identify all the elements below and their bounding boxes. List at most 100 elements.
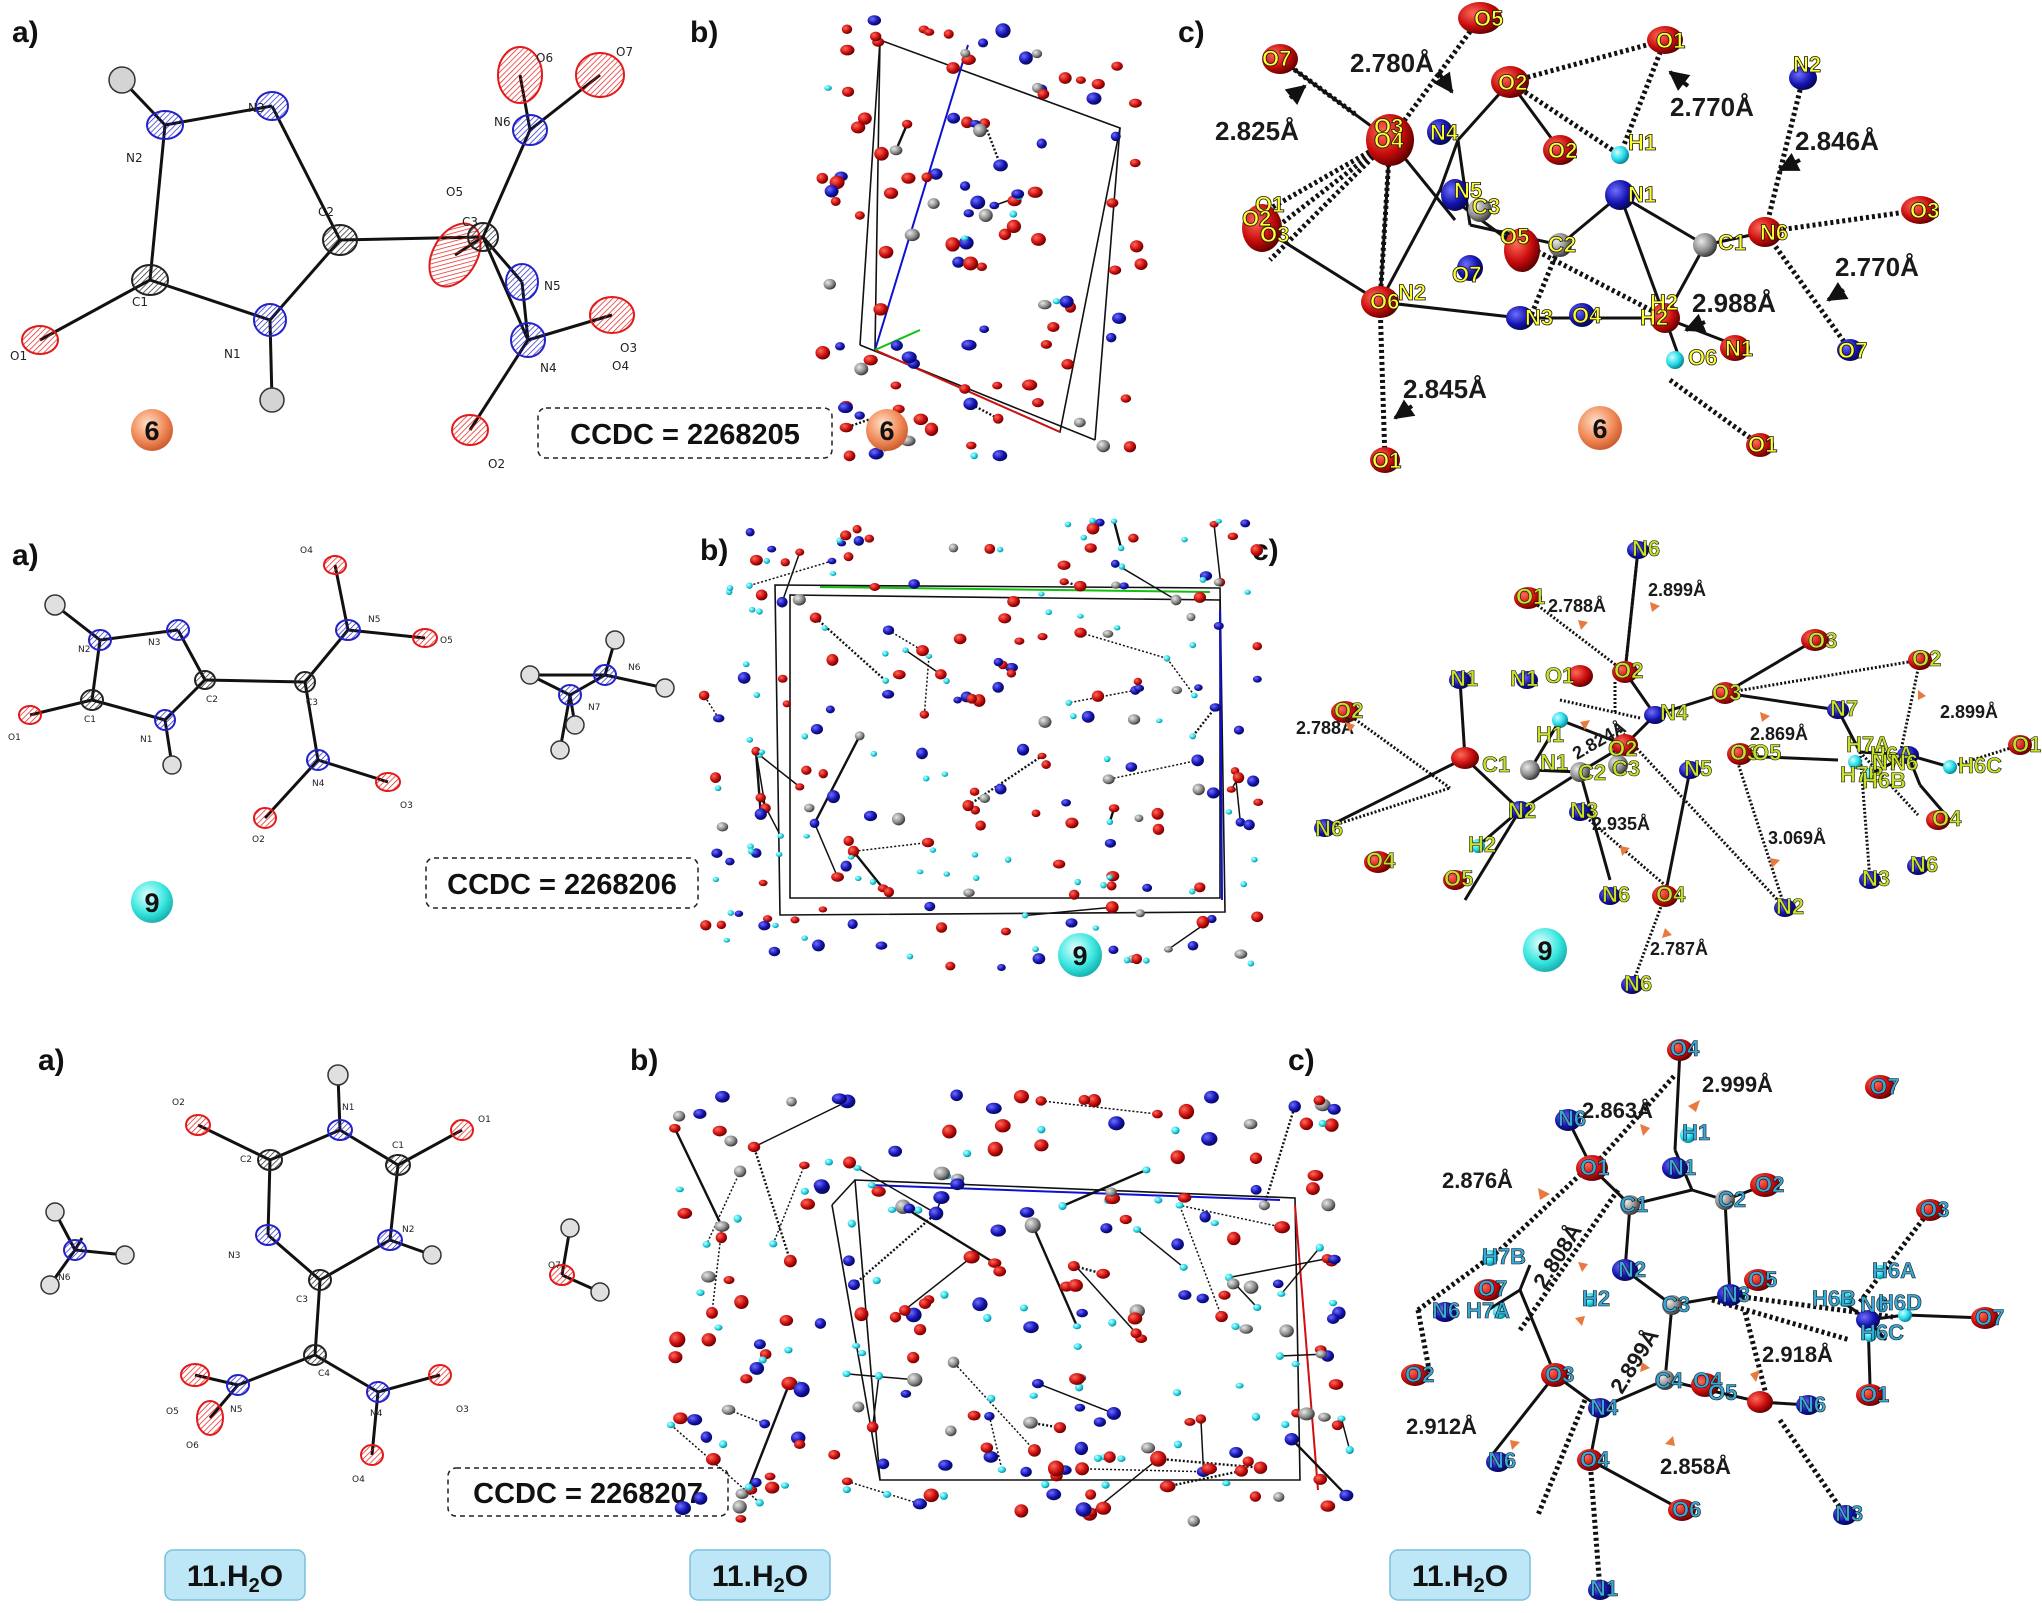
distance-arrows-11 <box>1510 1100 1760 1450</box>
svg-text:2.846Å: 2.846Å <box>1795 126 1879 156</box>
svg-text:C2: C2 <box>240 1155 252 1165</box>
svg-text:2.845Å: 2.845Å <box>1403 374 1487 404</box>
compound-badge-6a-text: 6 <box>144 416 159 446</box>
svg-text:H6A: H6A <box>1872 1258 1916 1283</box>
svg-text:N6: N6 <box>494 115 511 129</box>
hbond-network-11: O4 N6 H1 O7 O1 N1 C1 C2 O2 O3 H7B N2 C3 … <box>1401 1036 2005 1601</box>
compound-badge-6b <box>866 409 908 451</box>
svg-text:C2: C2 <box>1578 760 1606 785</box>
svg-text:N1: N1 <box>1628 182 1656 207</box>
compound-badge-9a <box>131 881 173 923</box>
svg-text:O1: O1 <box>1580 1155 1609 1180</box>
svg-text:O4: O4 <box>1656 882 1686 907</box>
svg-text:O3: O3 <box>1712 680 1741 705</box>
packing-molecules-6 <box>815 15 1148 462</box>
svg-text:O4: O4 <box>1374 128 1404 153</box>
svg-text:O3: O3 <box>1260 222 1289 247</box>
svg-text:N3: N3 <box>1835 1501 1863 1526</box>
crystal-packing-11 <box>666 1089 1354 1527</box>
atom-labels-c-9: N6 O1 O3 O2 N1 N1 O1 O2 N4 O3 N7 O2 H7A … <box>1315 536 2042 997</box>
svg-text:O5: O5 <box>1752 740 1781 765</box>
compound-badge-11c <box>1389 1549 1531 1601</box>
svg-text:2.858Å: 2.858Å <box>1660 1453 1731 1479</box>
panel-label-a: a) <box>12 539 39 572</box>
svg-text:O1: O1 <box>1860 1382 1889 1407</box>
packing-molecules-11 <box>666 1089 1354 1527</box>
svg-text:H2: H2 <box>1468 832 1496 857</box>
svg-text:O1: O1 <box>1372 448 1401 473</box>
svg-text:N6: N6 <box>1860 1292 1888 1317</box>
svg-text:H7A: H7A <box>1846 732 1890 757</box>
svg-text:O5: O5 <box>1708 1380 1737 1405</box>
svg-text:H6B: H6B <box>1862 768 1906 793</box>
compound-badge-9b-text: 9 <box>1072 941 1087 971</box>
svg-text:N2: N2 <box>1776 894 1804 919</box>
hbond-network-6: O7 O5 O1 N2 O3 O4 O2 N4 O2 H1 N5 C3 N1 O… <box>1215 2 1940 473</box>
svg-text:N7: N7 <box>1830 696 1858 721</box>
compound-badge-11c-text: 11.H2O <box>1412 1560 1508 1597</box>
svg-text:O6: O6 <box>186 1441 199 1451</box>
svg-text:H2: H2 <box>1582 1286 1610 1311</box>
svg-text:O5: O5 <box>1474 6 1503 31</box>
ortep-structure-9: O4 N3 N2 N5 O5 N6 C2 C3 O1 C1 N1 N7 N4 O… <box>8 546 675 845</box>
svg-text:H6A: H6A <box>1870 742 1914 767</box>
svg-text:2.935Å: 2.935Å <box>1592 814 1650 834</box>
svg-text:N6: N6 <box>1890 750 1918 775</box>
svg-text:O3: O3 <box>1545 1362 1574 1387</box>
panel-label-a: a) <box>12 16 39 49</box>
svg-text:O2: O2 <box>1405 1362 1434 1387</box>
svg-text:H7B: H7B <box>1482 1244 1526 1269</box>
svg-text:2.808Å: 2.808Å <box>1527 1219 1587 1293</box>
row-compound-9: a) b) c) <box>8 517 2042 997</box>
svg-text:O5: O5 <box>446 185 463 199</box>
svg-text:N3: N3 <box>148 638 160 648</box>
svg-text:O1: O1 <box>1748 432 1777 457</box>
svg-text:O1: O1 <box>1255 192 1284 217</box>
ortep-structure-6: N3 N2 C2 C1 N1 O1 O5 C3 N6 O6 O7 N5 N4 O… <box>10 45 637 471</box>
ccdc-box-9 <box>425 857 699 909</box>
atom-labels-a-6: N3 N2 C2 C1 N1 O1 O5 C3 N6 O6 O7 N5 N4 O… <box>10 45 637 471</box>
svg-text:H2: H2 <box>1650 290 1678 315</box>
svg-text:O4: O4 <box>1670 1036 1700 1061</box>
compound-badge-11a-text: 11.H2O <box>187 1560 283 1597</box>
svg-text:O5: O5 <box>1500 224 1529 249</box>
svg-text:O3: O3 <box>1920 1197 1949 1222</box>
compound-badge-6b-text: 6 <box>879 416 894 446</box>
svg-text:H6B: H6B <box>1812 1286 1856 1311</box>
crystal-packing-6 <box>815 15 1148 462</box>
svg-text:N1: N1 <box>140 735 152 745</box>
svg-text:2.788Å: 2.788Å <box>1548 596 1606 616</box>
svg-text:N1: N1 <box>224 347 241 361</box>
svg-text:2.988Å: 2.988Å <box>1692 288 1776 318</box>
svg-text:O3: O3 <box>456 1405 469 1415</box>
svg-text:C4: C4 <box>1655 1368 1684 1393</box>
svg-text:O3: O3 <box>1808 628 1837 653</box>
svg-text:2.770Å: 2.770Å <box>1835 252 1919 282</box>
compound-badge-6c <box>1578 406 1622 450</box>
svg-text:O3: O3 <box>400 801 413 811</box>
compound-badge-11a <box>164 1549 306 1601</box>
svg-text:N6: N6 <box>1910 852 1938 877</box>
svg-text:N6: N6 <box>1558 1106 1586 1131</box>
panel-label-b: b) <box>630 1044 658 1077</box>
svg-text:N6: N6 <box>1315 816 1343 841</box>
svg-text:2.999Å: 2.999Å <box>1702 1071 1773 1097</box>
distance-arrows-9 <box>1345 602 1926 938</box>
compound-badge-11b-text: 11.H2O <box>712 1560 808 1597</box>
svg-text:N3: N3 <box>1722 1282 1750 1307</box>
svg-text:O4: O4 <box>1580 1447 1610 1472</box>
svg-text:O7: O7 <box>1870 1074 1899 1099</box>
svg-text:N6: N6 <box>1432 1298 1460 1323</box>
svg-text:O6: O6 <box>1688 345 1717 370</box>
crystal-packing-9 <box>698 517 1264 972</box>
svg-text:H1: H1 <box>1536 722 1564 747</box>
svg-text:N6: N6 <box>1632 536 1660 561</box>
svg-text:H7A: H7A <box>1466 1298 1510 1323</box>
svg-text:O7: O7 <box>1452 262 1481 287</box>
hbond-distances-6: 2.780Å 2.825Å 2.770Å 2.846Å 2.770Å 2.988… <box>1215 48 1919 404</box>
svg-text:N1: N1 <box>1510 666 1538 691</box>
panel-label-c: c) <box>1288 1044 1315 1077</box>
svg-text:2.899Å: 2.899Å <box>1940 702 1998 722</box>
svg-text:O7: O7 <box>548 1261 561 1271</box>
compound-badge-9c <box>1523 928 1567 972</box>
